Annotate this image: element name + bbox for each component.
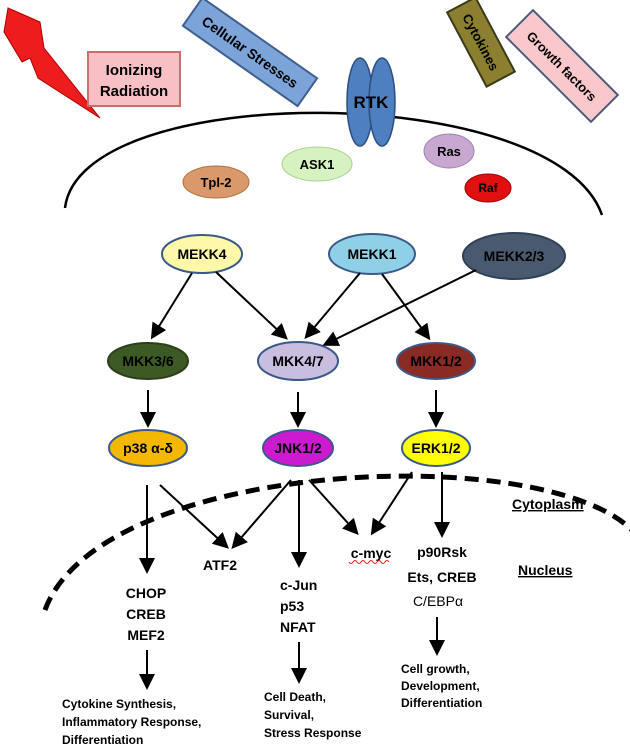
lightning-bolt-icon	[3, 7, 101, 119]
ask1-label: ASK1	[300, 157, 335, 172]
outcome-line: Stress Response	[264, 726, 362, 740]
ionizing-line1: Ionizing	[106, 62, 163, 79]
mekk23-node: MEKK2/3	[462, 232, 566, 280]
outcome-line: Differentiation	[401, 696, 482, 710]
raf-label: Raf	[478, 181, 498, 195]
arrow-mekk1-mkk47	[304, 272, 361, 340]
mekk23-label: MEKK2/3	[484, 248, 545, 264]
outcome-line: Survival,	[264, 708, 314, 722]
p38-target-list: CHOP CREB MEF2	[126, 585, 166, 643]
mekk1-node: MEKK1	[328, 233, 416, 275]
arrow-mekk4-mkk36	[150, 272, 193, 340]
cytoplasm-label: Cytoplasm	[512, 496, 584, 512]
cellular-stresses-label: Cellular Stresses	[199, 13, 301, 91]
nucleus-label: Nucleus	[518, 562, 573, 578]
outcome-line: Differentiation	[62, 733, 143, 747]
erk-outcome: Cell growth, Development, Differentiatio…	[401, 662, 482, 710]
list-item: Ets, CREB	[407, 569, 476, 585]
erk-target-list: p90Rsk Ets, CREB C/EBPα	[407, 544, 476, 609]
ionizing-line2: Radiation	[100, 83, 168, 100]
mekk4-label: MEKK4	[177, 246, 226, 262]
jnk-target-list: c-Jun p53 NFAT	[280, 577, 317, 635]
arrow-erk-cmyc	[370, 471, 413, 536]
outcome-line: Cell Death,	[264, 690, 326, 704]
mekk4-node: MEKK4	[161, 234, 243, 274]
cell-membrane	[63, 111, 604, 216]
cellular-stresses-box: Cellular Stresses	[181, 0, 319, 108]
list-item: CREB	[126, 606, 166, 622]
mkk36-label: MKK3/6	[122, 353, 174, 369]
ras-label: Ras	[437, 144, 461, 159]
arrow-mekk4-mkk47	[215, 271, 288, 340]
arrow-jnk-atf2	[231, 479, 292, 550]
list-item: CHOP	[126, 585, 166, 601]
jnk-label: JNK1/2	[274, 440, 322, 456]
rtk-label: RTK	[354, 93, 390, 112]
ionizing-radiation-box: Ionizing Radiation	[87, 51, 181, 107]
growth-factors-box: Growth factors	[504, 8, 620, 124]
cmyc-spell-underline	[348, 560, 390, 564]
jnk-outcome: Cell Death, Survival, Stress Response	[264, 690, 362, 740]
rtk-receptor: RTK	[346, 57, 396, 147]
cmyc-label: c-myc	[351, 545, 392, 561]
erk-node: ERK1/2	[401, 429, 471, 467]
tpl2-label: Tpl-2	[200, 175, 231, 190]
outcome-line: Cell growth,	[401, 662, 470, 676]
erk-label: ERK1/2	[411, 440, 460, 456]
list-item: p90Rsk	[417, 544, 467, 560]
arrow-mekk23-mkk47	[322, 269, 477, 346]
mkk12-label: MKK1/2	[410, 353, 462, 369]
mekk1-label: MEKK1	[347, 246, 396, 262]
ask1-node: ASK1	[281, 146, 353, 182]
mkk36-node: MKK3/6	[107, 342, 189, 380]
outcome-line: Inflammatory Response,	[62, 715, 201, 729]
arrow-p38-atf2	[159, 484, 229, 549]
ras-node: Ras	[423, 133, 475, 169]
jnk-node: JNK1/2	[262, 429, 334, 467]
raf-node: Raf	[464, 173, 512, 203]
list-item: C/EBPα	[413, 593, 463, 609]
mkk47-label: MKK4/7	[272, 353, 324, 369]
list-item: MEF2	[127, 627, 165, 643]
outcome-line: Cytokine Synthesis,	[62, 697, 176, 711]
list-item: p53	[280, 598, 304, 614]
list-item: c-Jun	[280, 577, 317, 593]
p38-node: p38 α-δ	[108, 429, 188, 467]
list-item: NFAT	[280, 619, 316, 635]
mkk47-node: MKK4/7	[257, 341, 339, 381]
arrow-jnk-cmyc	[308, 479, 359, 535]
nuclear-envelope	[42, 473, 630, 611]
p38-outcome: Cytokine Synthesis, Inflammatory Respons…	[62, 697, 201, 747]
tpl2-node: Tpl-2	[182, 165, 250, 199]
p38-label: p38 α-δ	[123, 440, 173, 456]
mkk12-node: MKK1/2	[396, 342, 476, 380]
atf2-label: ATF2	[203, 557, 237, 573]
cytokines-box: Cytokines	[445, 0, 517, 88]
outcome-line: Development,	[401, 679, 480, 693]
